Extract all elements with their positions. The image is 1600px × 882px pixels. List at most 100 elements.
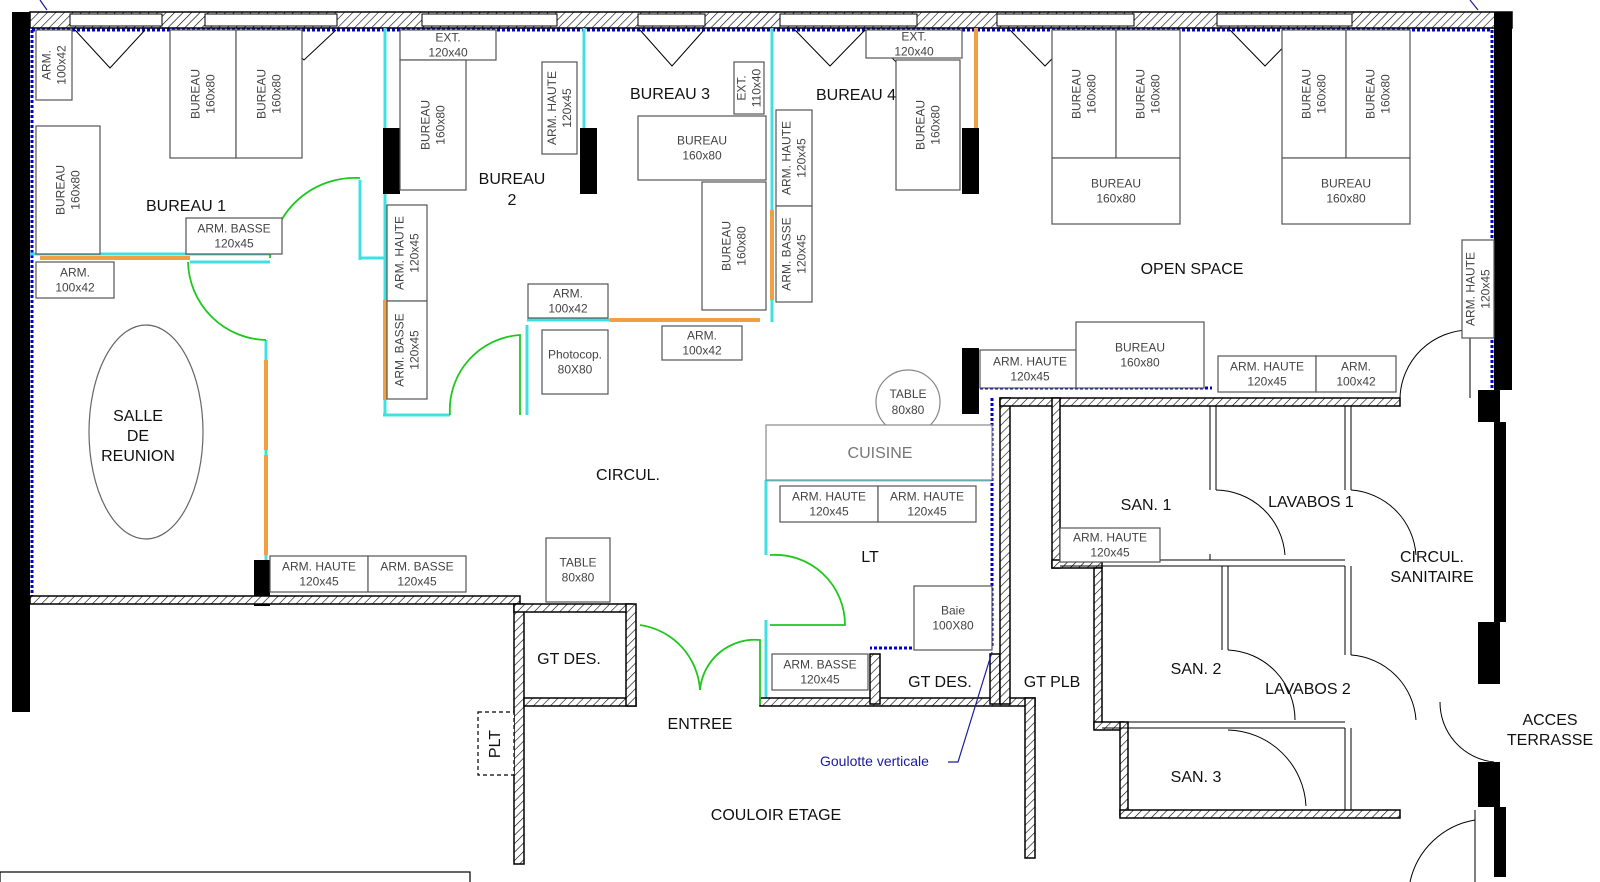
furniture-arm-100x42-b3b: ARM.100x42 <box>661 325 743 361</box>
furniture-label: 120x45 <box>397 575 437 589</box>
furniture-label: 120x40 <box>894 45 934 59</box>
furniture-label: ARM. <box>1341 360 1371 374</box>
furniture-outline <box>35 29 73 101</box>
furniture-ext-b2: EXT.120x40 <box>399 29 497 61</box>
furniture-outline <box>701 181 767 311</box>
furniture-outline <box>1345 29 1411 159</box>
furniture-label: ARM. BASSE <box>783 658 856 672</box>
furniture-outline <box>541 61 578 155</box>
furniture-label: 120x45 <box>809 505 849 519</box>
furniture-label: ARM. HAUTE <box>993 355 1067 369</box>
furniture-label: EXT. <box>901 30 926 44</box>
furniture-label: 80x80 <box>562 571 595 585</box>
furniture-label: ARM. <box>553 287 583 301</box>
furniture-label: ARM. BASSE <box>393 313 407 386</box>
furniture-label: 120x45 <box>408 330 422 370</box>
furniture-outline <box>399 29 497 61</box>
furniture-label: BUREAU <box>1134 69 1148 119</box>
furniture-label: 100x42 <box>548 302 588 316</box>
furniture-label: 80X80 <box>558 363 593 377</box>
furniture-outline <box>185 217 283 255</box>
furniture-label: BUREAU <box>189 69 203 119</box>
core-walls <box>29 397 1401 865</box>
furniture-label: 120x45 <box>795 138 809 178</box>
furniture-label: BUREAU <box>677 134 727 148</box>
room-labels: BUREAU 1 BUREAU 2 BUREAU 3 BUREAU 4 OPEN… <box>101 86 1593 824</box>
furniture-outline <box>771 653 869 691</box>
furniture-outline <box>1281 29 1347 159</box>
label-lt: LT <box>861 549 879 566</box>
label-salle-line3: REUNION <box>101 448 175 465</box>
label-acces-terrasse-line2: TERRASSE <box>1507 732 1593 749</box>
furniture-label: 100x42 <box>682 344 722 358</box>
furniture-outline <box>386 300 428 400</box>
furniture-outline <box>1461 239 1495 339</box>
furniture-label: ARM. HAUTE <box>780 121 794 195</box>
furniture-outline <box>733 61 765 115</box>
round-table-label: 80x80 <box>892 403 925 417</box>
label-gt-plb: GT PLB <box>1024 674 1081 691</box>
furniture-label: 120x45 <box>1247 375 1287 389</box>
furniture-label: 120x45 <box>214 237 254 251</box>
furniture-label: 120x45 <box>1479 269 1493 309</box>
furniture-label: 100x42 <box>1336 375 1376 389</box>
label-circul-sanitaire-line1: CIRCUL. <box>1400 549 1464 566</box>
label-couloir-etage: COULOIR ETAGE <box>711 807 841 824</box>
label-bureau-2-line2: 2 <box>508 192 517 209</box>
label-cuisine: CUISINE <box>848 445 913 462</box>
furniture-label: 120x45 <box>408 233 422 273</box>
furniture-outline <box>1315 355 1397 393</box>
furniture-label: Photocop. <box>548 348 602 362</box>
furniture-label: 160x80 <box>1326 192 1366 206</box>
furniture-label: 120x45 <box>299 575 339 589</box>
furniture-label: BUREAU <box>419 100 433 150</box>
furniture-outline <box>1059 527 1161 563</box>
furniture-outline <box>775 205 813 303</box>
furniture-label: BUREAU <box>1321 177 1371 191</box>
furniture-outline <box>35 261 115 299</box>
label-salle-line2: DE <box>127 428 149 445</box>
furniture-label: BUREAU <box>1300 69 1314 119</box>
label-gt-des-2: GT DES. <box>908 674 972 691</box>
furniture-outline <box>775 109 813 207</box>
furniture-label: 160x80 <box>1149 74 1163 114</box>
label-san-2: SAN. 2 <box>1171 661 1222 678</box>
furniture-label: ARM. HAUTE <box>1230 360 1304 374</box>
label-san-1: SAN. 1 <box>1121 497 1172 514</box>
furniture-label: 120x45 <box>795 234 809 274</box>
furniture-label: TABLE <box>559 556 596 570</box>
furniture-label: ARM. HAUTE <box>890 490 964 504</box>
furniture-label: 160x80 <box>69 170 83 210</box>
furniture-label: 110x40 <box>750 68 764 107</box>
furniture-label: 160x80 <box>204 74 218 114</box>
plt-box <box>477 711 515 776</box>
label-salle-line1: SALLE <box>113 408 163 425</box>
furniture-outline <box>895 59 961 191</box>
furniture-label: 160x80 <box>270 74 284 114</box>
label-circul: CIRCUL. <box>596 467 660 484</box>
furniture-label: ARM. <box>687 329 717 343</box>
furniture-label: 100x42 <box>55 45 69 85</box>
furniture-outline <box>399 59 467 191</box>
furniture-label: ARM. <box>40 50 54 80</box>
furniture-label: 160x80 <box>1096 192 1136 206</box>
furniture-ext-b4: EXT.120x40 <box>865 29 963 59</box>
furniture-label: 100x42 <box>55 281 95 295</box>
furniture-outline <box>1217 355 1317 393</box>
